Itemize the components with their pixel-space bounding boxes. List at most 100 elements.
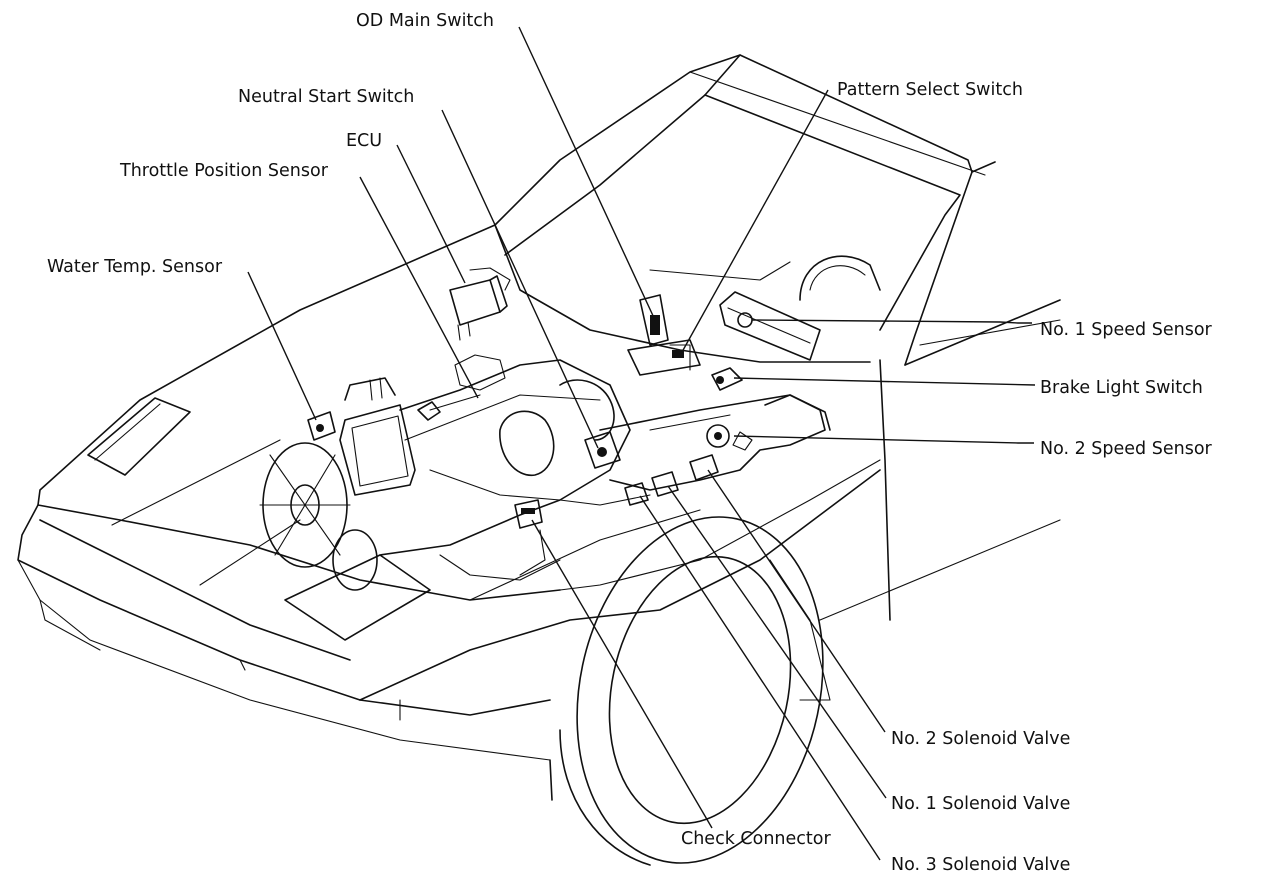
throttle-body (559, 379, 615, 441)
headlight-cover (87, 397, 191, 476)
speed-sensor-2-center (714, 432, 722, 440)
ecu-bracket (469, 267, 511, 291)
tire-outer (576, 516, 824, 864)
car-body (17, 54, 1061, 801)
leader-brake-light-switch (733, 377, 1036, 386)
leader-water-temp-sensor (247, 271, 317, 421)
roof-line (689, 71, 986, 176)
leader-lines (247, 26, 1036, 861)
tire-inner (608, 555, 792, 825)
air-cleaner (339, 404, 416, 496)
labels: OD Main Switch Neutral Start Switch Patt… (47, 11, 1213, 874)
label-no2-solenoid-valve: No. 2 Solenoid Valve (891, 729, 1070, 749)
pulley (332, 529, 378, 591)
throttle-sensor-body (454, 354, 506, 391)
door-top-line (904, 299, 1061, 366)
windshield-inner (704, 94, 961, 331)
shifter (627, 294, 701, 376)
transmission-case (599, 394, 826, 491)
rear-arch (799, 255, 881, 301)
leader-no3-solenoid-valve (639, 495, 881, 861)
hood-crease-2 (199, 519, 301, 586)
ecu-side (489, 275, 508, 313)
combination-meter (719, 291, 821, 361)
leader-pattern-select-switch (681, 89, 829, 353)
cooling-fan (259, 442, 378, 591)
solenoid-2 (689, 454, 719, 481)
door-line (919, 319, 1061, 346)
bumper-line (39, 519, 351, 661)
label-no1-speed-sensor: No. 1 Speed Sensor (1040, 320, 1213, 340)
wheel-well (769, 559, 831, 701)
shift-console (627, 339, 701, 376)
engine-assembly (259, 354, 831, 591)
leader-no2-solenoid-valve (707, 469, 886, 733)
od-switch-body (639, 294, 669, 346)
brake-light-switch-part (711, 367, 743, 391)
check-connector-body (514, 499, 543, 529)
rear-arch-inner (809, 265, 866, 291)
label-ecu: ECU (346, 131, 382, 151)
tire-sidewall (559, 729, 651, 866)
hood-panel (284, 554, 431, 641)
solenoid-1 (651, 471, 679, 497)
ecu-unit (449, 267, 511, 341)
solenoid-valves (624, 454, 719, 506)
oil-pan (559, 494, 651, 506)
wiper-area (649, 261, 791, 281)
label-check-connector: Check Connector (681, 829, 831, 849)
water-temp-tip (316, 424, 324, 432)
cowl-line (494, 224, 871, 363)
roof-edge (504, 54, 741, 256)
fender-bottom (549, 759, 553, 801)
fender-top (359, 469, 881, 701)
leader-no2-speed-sensor (733, 435, 1034, 444)
label-no1-solenoid-valve: No. 1 Solenoid Valve (891, 794, 1070, 814)
intake-plenum (499, 410, 555, 476)
label-throttle-position-sensor: Throttle Position Sensor (119, 161, 329, 181)
fan-hub (290, 484, 320, 526)
headlight-inner (94, 403, 161, 461)
leader-neutral-start-switch (441, 109, 599, 449)
neutral-switch-center (597, 447, 607, 457)
label-no2-speed-sensor: No. 2 Speed Sensor (1040, 439, 1213, 459)
sill-line (819, 519, 1061, 621)
leader-no1-solenoid-valve (667, 485, 887, 799)
hood-crease-1 (111, 439, 281, 526)
front-wheel (559, 516, 831, 866)
check-connector-pins (521, 508, 535, 514)
fuel-fitting (417, 401, 441, 421)
label-brake-light-switch: Brake Light Switch (1040, 378, 1203, 398)
water-temp-sensor-part (307, 411, 336, 441)
ecu-connector (457, 321, 471, 341)
brake-switch-body (711, 367, 743, 391)
trans-line (649, 414, 731, 431)
engine-bay-edge (469, 509, 701, 601)
crossmember (439, 554, 561, 581)
components (307, 267, 821, 529)
check-connector-part (514, 499, 543, 529)
bumper-seam (239, 659, 246, 671)
hood-outline (37, 224, 561, 601)
leader-check-connector (531, 519, 713, 829)
label-no3-solenoid-valve: No. 3 Solenoid Valve (891, 855, 1070, 874)
engine-block (379, 359, 631, 556)
intake-top (344, 377, 396, 401)
label-pattern-select-switch: Pattern Select Switch (837, 80, 1023, 100)
label-od-main-switch: OD Main Switch (356, 11, 494, 31)
valve-cover-line (404, 394, 601, 441)
speed-sensor-2-connector (732, 431, 753, 451)
label-neutral-start-switch: Neutral Start Switch (238, 87, 414, 107)
pattern-switch (669, 344, 691, 371)
od-switch-knob (650, 315, 660, 335)
fuel-rail (429, 394, 481, 411)
front-bumper (17, 504, 551, 716)
extension-housing (764, 394, 831, 431)
air-cleaner-inner (351, 415, 409, 487)
check-wire (519, 529, 546, 576)
solenoid-3 (624, 482, 649, 506)
pattern-knob (672, 350, 684, 358)
leader-ecu (396, 144, 466, 284)
